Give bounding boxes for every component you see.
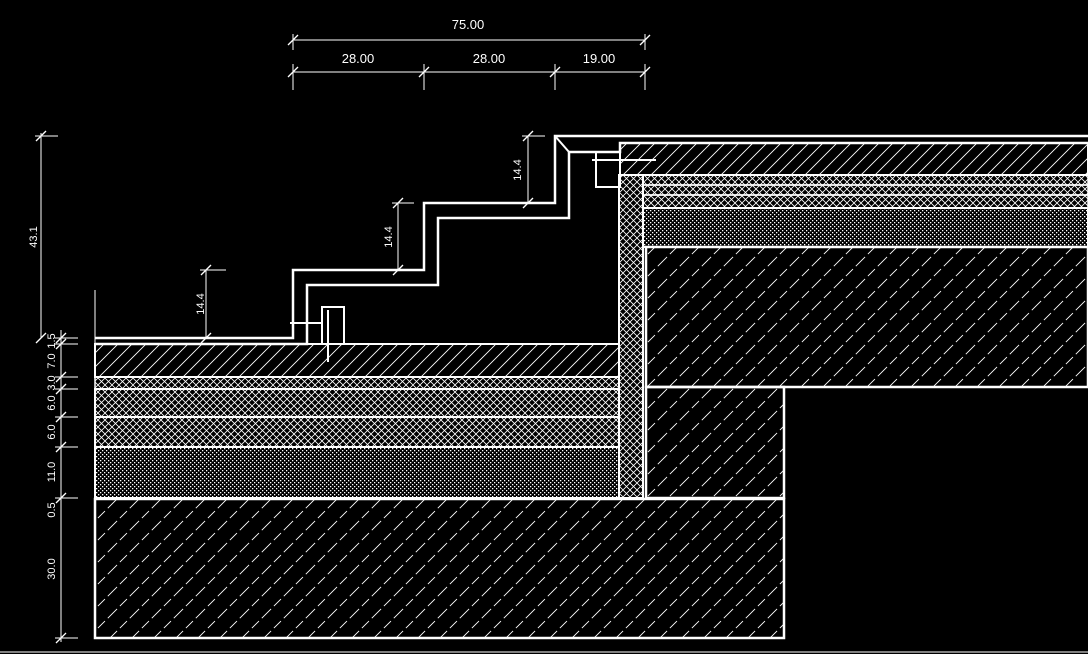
- dim-layer-7: 0.5: [46, 502, 58, 517]
- dim-layer-4: 6.0: [46, 395, 58, 410]
- dim-layer-2: 7.0: [46, 353, 58, 368]
- foundation-slab: [93, 497, 786, 640]
- dim-overall-height: 43.1: [28, 226, 40, 247]
- top-dimension-chain: [287, 34, 651, 90]
- riser-dimensions: [200, 130, 545, 344]
- dim-layer-6: 11.0: [46, 462, 58, 483]
- dim-layer-1: 1.5: [46, 333, 58, 348]
- left-dimension-chain: [35, 130, 78, 644]
- dim-tread-2: 28.00: [473, 51, 506, 66]
- dim-tread-1: 28.00: [342, 51, 375, 66]
- dim-tread-3: 19.00: [583, 51, 616, 66]
- dim-layer-5: 6.0: [46, 424, 58, 439]
- left-floor-layers: [94, 290, 620, 499]
- dim-riser-2: 14.4: [383, 226, 395, 247]
- dim-layer-8: 30.0: [46, 558, 58, 579]
- dim-layer-3: 3.0: [46, 375, 58, 390]
- dim-riser-1: 14.4: [195, 293, 207, 314]
- dim-total-width: 75.00: [452, 17, 485, 32]
- right-floor-layers: [619, 142, 1088, 500]
- insulation-strip: [618, 174, 644, 499]
- dim-riser-3: 14.4: [512, 159, 524, 180]
